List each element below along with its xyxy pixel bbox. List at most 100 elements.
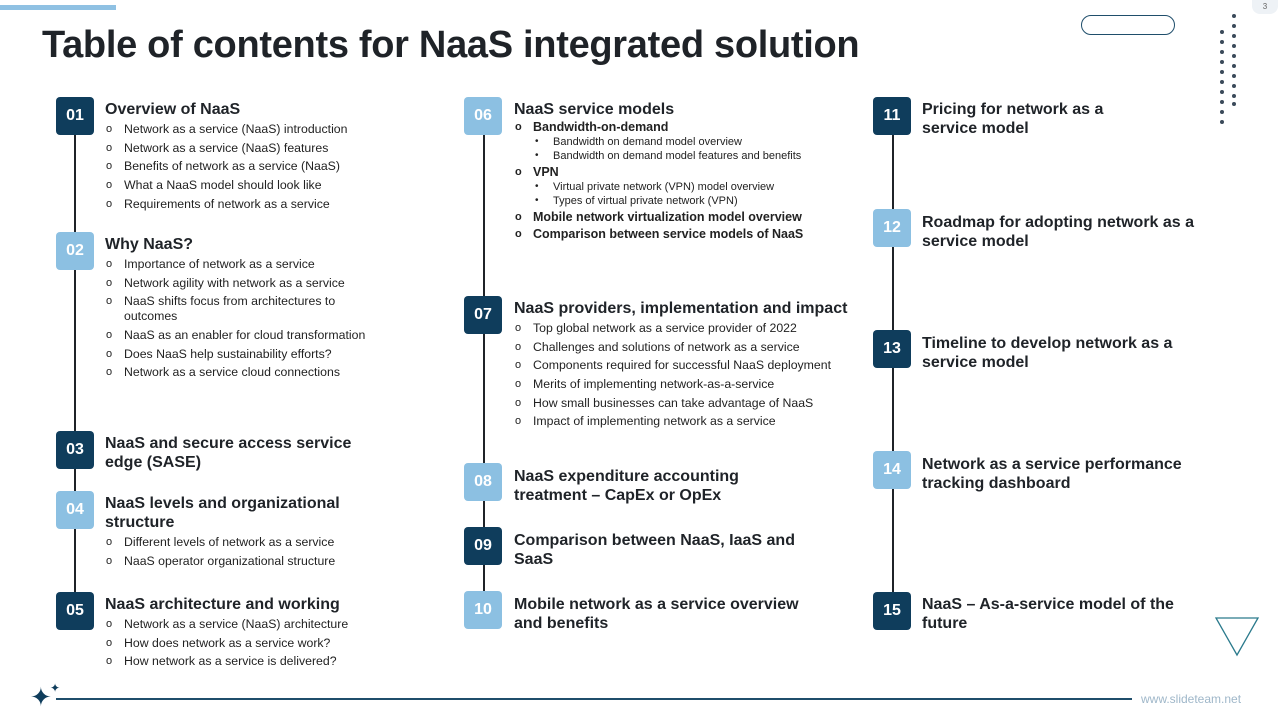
section-title-line: edge (SASE): [105, 454, 202, 471]
footer-url[interactable]: www.slideteam.net: [1141, 692, 1242, 706]
list-item[interactable]: How network as a service is delivered?: [105, 654, 445, 669]
section-items-07: Top global network as a service provider…: [514, 321, 864, 433]
section-title-05[interactable]: NaaS architecture and working: [105, 596, 340, 613]
list-item[interactable]: How does network as a service work?: [105, 636, 445, 651]
section-title-12[interactable]: Roadmap for adopting network as a servic…: [922, 213, 1194, 251]
section-title-line: service model: [922, 120, 1029, 137]
section-number-12: 12: [873, 209, 911, 247]
list-item[interactable]: Top global network as a service provider…: [514, 321, 864, 336]
section-title-line: treatment – CapEx or OpEx: [514, 487, 722, 504]
section-title-07[interactable]: NaaS providers, implementation and impac…: [514, 300, 848, 317]
list-item[interactable]: Benefits of network as a service (NaaS): [105, 159, 445, 174]
section-number-07: 07: [464, 296, 502, 334]
section-number-11: 11: [873, 97, 911, 135]
section-title-02[interactable]: Why NaaS?: [105, 236, 194, 253]
list-item[interactable]: Network as a service (NaaS) features: [105, 141, 445, 156]
section-title-10[interactable]: Mobile network as a service overview and…: [514, 595, 799, 633]
section-items-04: Different levels of network as a service…: [105, 535, 445, 572]
group-label: VPN: [533, 165, 559, 179]
section-title-line: NaaS expenditure accounting: [514, 468, 739, 485]
section-title-line: Pricing for network as a: [922, 101, 1104, 118]
section-number-01: 01: [56, 97, 94, 135]
list-item[interactable]: NaaS as an enabler for cloud transformat…: [105, 328, 387, 343]
section-number-02: 02: [56, 232, 94, 270]
page-number: 3: [1252, 0, 1278, 14]
list-item[interactable]: Network as a service cloud connections: [105, 365, 387, 380]
top-accent-bar: [0, 5, 116, 10]
list-item[interactable]: Impact of implementing network as a serv…: [514, 414, 864, 429]
section-title-line: service model: [922, 233, 1029, 250]
section-number-06: 06: [464, 97, 502, 135]
list-item[interactable]: NaaS shifts focus from architectures to …: [105, 294, 387, 324]
section-number-03: 03: [56, 431, 94, 469]
section-title-04[interactable]: NaaS levels and organizational structure: [105, 494, 340, 532]
section-title-line: service model: [922, 354, 1029, 371]
list-item[interactable]: Network as a service (NaaS) architecture: [105, 617, 445, 632]
footer-divider: [56, 698, 1132, 700]
list-item[interactable]: VPN Virtual private network (VPN) model …: [514, 165, 864, 208]
section-title-line: NaaS – As-a-service model of the: [922, 596, 1174, 613]
section-title-line: tracking dashboard: [922, 475, 1071, 492]
list-item[interactable]: Mobile network virtualization model over…: [514, 210, 864, 225]
section-title-line: and benefits: [514, 615, 609, 632]
section-title-11[interactable]: Pricing for network as a service model: [922, 100, 1103, 138]
section-number-09: 09: [464, 527, 502, 565]
list-item[interactable]: Different levels of network as a service: [105, 535, 445, 550]
sub-list-item[interactable]: Virtual private network (VPN) model over…: [514, 180, 864, 194]
section-number-14: 14: [873, 451, 911, 489]
timeline-line-col1: [74, 134, 76, 610]
section-title-line: Comparison between NaaS, IaaS and: [514, 532, 795, 549]
list-item[interactable]: What a NaaS model should look like: [105, 178, 445, 193]
section-number-13: 13: [873, 330, 911, 368]
sub-list-item[interactable]: Bandwidth on demand model features and b…: [514, 149, 864, 163]
list-item[interactable]: Components required for successful NaaS …: [514, 358, 864, 373]
sparkle-icon: ✦: [30, 682, 52, 712]
section-title-line: Roadmap for adopting network as a: [922, 214, 1195, 231]
section-title-line: SaaS: [514, 551, 554, 568]
timeline-line-col2: [483, 134, 485, 610]
section-title-06[interactable]: NaaS service models: [514, 101, 675, 118]
section-number-08: 08: [464, 463, 502, 501]
section-title-line: future: [922, 615, 968, 632]
sub-list-item[interactable]: Bandwidth on demand model overview: [514, 135, 864, 149]
list-item[interactable]: Requirements of network as a service: [105, 197, 445, 212]
decorative-pill: [1081, 15, 1175, 35]
list-item[interactable]: Does NaaS help sustainability efforts?: [105, 347, 387, 362]
page-title: Table of contents for NaaS integrated so…: [42, 24, 860, 66]
section-title-13[interactable]: Timeline to develop network as a service…: [922, 334, 1172, 372]
section-title-line: structure: [105, 514, 175, 531]
section-title-line: Timeline to develop network as a: [922, 335, 1173, 352]
group-label: Bandwidth-on-demand: [533, 120, 669, 134]
section-title-15[interactable]: NaaS – As-a-service model of the future: [922, 595, 1174, 633]
section-title-01[interactable]: Overview of NaaS: [105, 101, 241, 118]
triangle-icon: [1214, 617, 1260, 657]
section-items-06: Bandwidth-on-demand Bandwidth on demand …: [514, 120, 864, 244]
list-item[interactable]: Bandwidth-on-demand Bandwidth on demand …: [514, 120, 864, 163]
section-title-09[interactable]: Comparison between NaaS, IaaS and SaaS: [514, 531, 795, 569]
list-item[interactable]: Importance of network as a service: [105, 257, 387, 272]
section-number-10: 10: [464, 591, 502, 629]
section-number-04: 04: [56, 491, 94, 529]
list-item[interactable]: Merits of implementing network-as-a-serv…: [514, 377, 864, 392]
sub-list: Bandwidth on demand model overview Bandw…: [514, 135, 864, 163]
section-items-02: Importance of network as a service Netwo…: [105, 257, 387, 384]
small-sparkle-icon: ✦: [50, 681, 61, 695]
section-title-03[interactable]: NaaS and secure access service edge (SAS…: [105, 434, 351, 472]
section-items-05: Network as a service (NaaS) architecture…: [105, 617, 445, 673]
section-title-line: Mobile network as a service overview: [514, 596, 799, 613]
section-items-01: Network as a service (NaaS) introduction…: [105, 122, 445, 215]
list-item[interactable]: How small businesses can take advantage …: [514, 396, 864, 411]
list-item[interactable]: Network agility with network as a servic…: [105, 276, 387, 291]
list-item[interactable]: Challenges and solutions of network as a…: [514, 340, 864, 355]
section-title-14[interactable]: Network as a service performance trackin…: [922, 455, 1182, 493]
section-number-05: 05: [56, 592, 94, 630]
sub-list: Virtual private network (VPN) model over…: [514, 180, 864, 208]
section-title-line: NaaS levels and organizational: [105, 495, 340, 512]
section-title-line: NaaS and secure access service: [105, 435, 352, 452]
list-item[interactable]: Network as a service (NaaS) introduction: [105, 122, 445, 137]
list-item[interactable]: NaaS operator organizational structure: [105, 554, 445, 569]
section-title-08[interactable]: NaaS expenditure accounting treatment – …: [514, 467, 739, 505]
section-title-line: Network as a service performance: [922, 456, 1182, 473]
list-item[interactable]: Comparison between service models of Naa…: [514, 227, 864, 242]
sub-list-item[interactable]: Types of virtual private network (VPN): [514, 194, 864, 208]
